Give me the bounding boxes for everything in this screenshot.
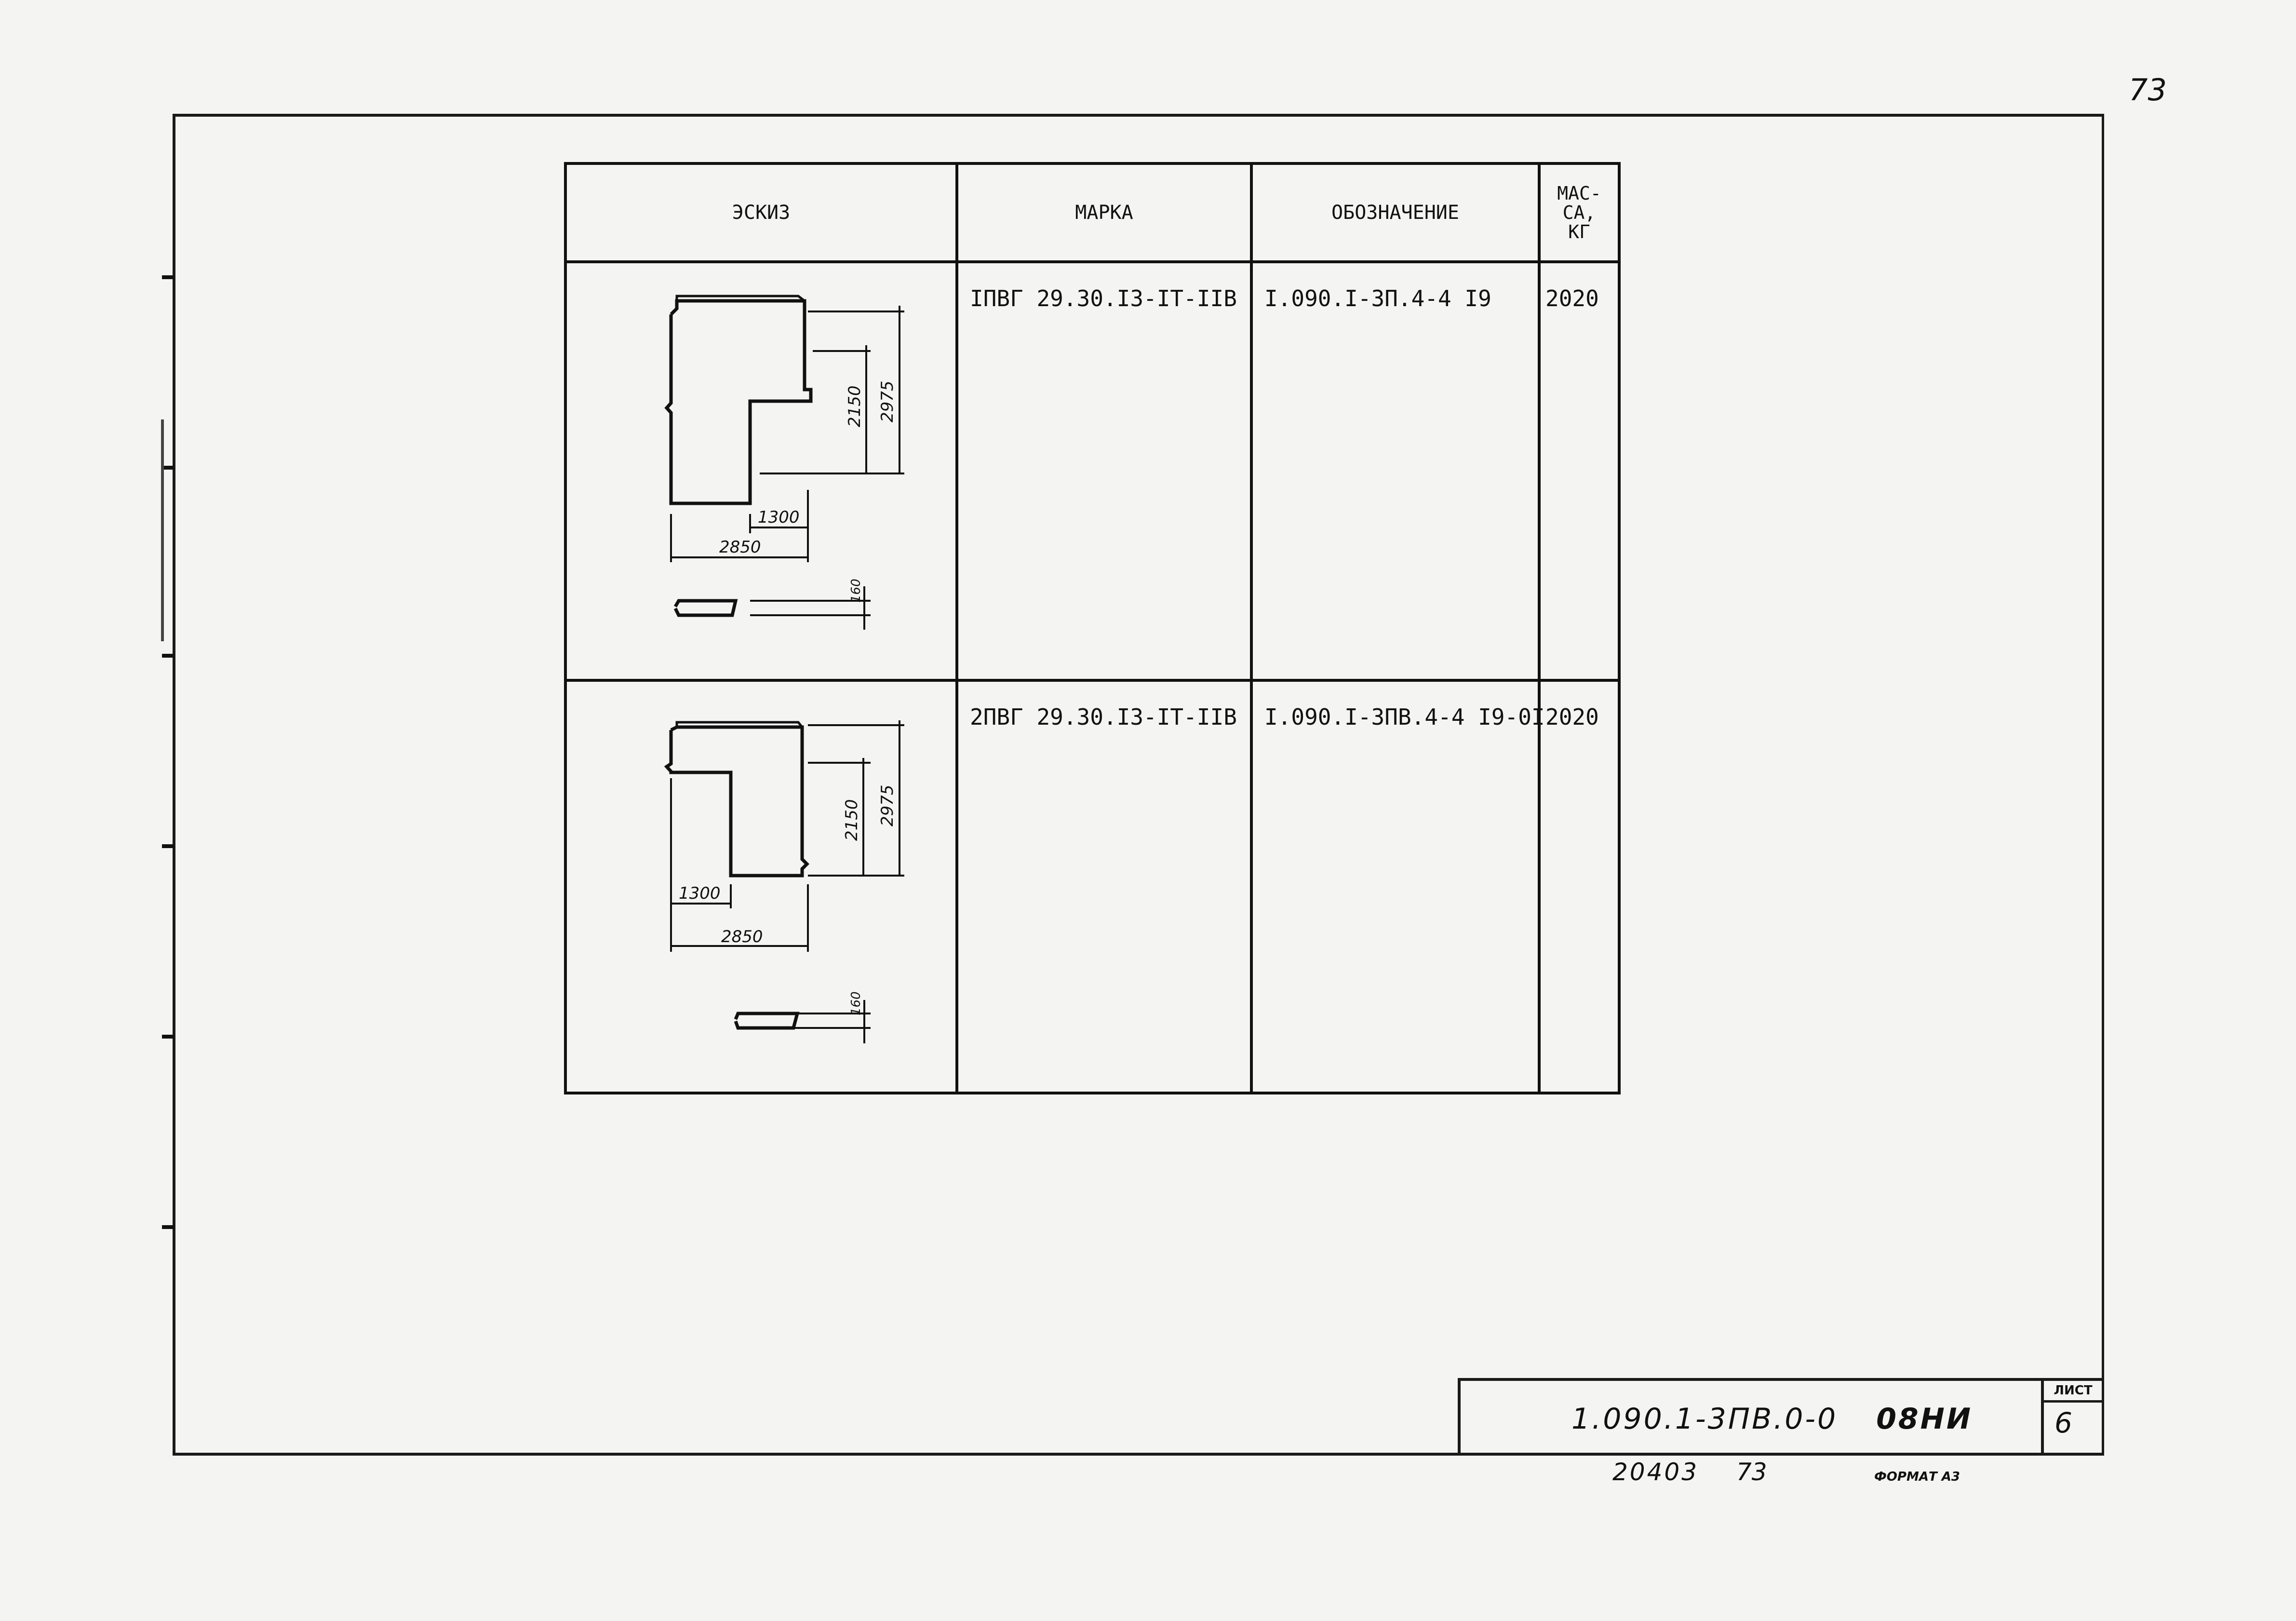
- dim-t: 160: [849, 579, 863, 603]
- specification-table: ЭСКИЗ МАРКА ОБОЗНАЧЕНИЕ МАС- СА, КГ: [564, 162, 1621, 1094]
- format-label: ФОРМАТ А3: [1874, 1470, 1960, 1484]
- table-row: 2150 2975 1300 2850 160 2ПВГ 29.30.I3-IТ…: [564, 679, 1621, 1094]
- dim-h2: 2975: [878, 784, 897, 826]
- dim-w1: 1300: [758, 508, 800, 527]
- inventory-number: 20403: [1612, 1458, 1699, 1486]
- dim-t: 160: [849, 991, 863, 1015]
- dim-h1: 2150: [845, 385, 864, 427]
- page-number: 73: [2129, 72, 2167, 108]
- header-designation: ОБОЗНАЧЕНИЕ: [1250, 162, 1541, 263]
- drawing-frame: [173, 114, 2104, 1456]
- document-code: 1.090.1-3ПВ.0-0 08НИ: [1571, 1402, 1973, 1436]
- header-mass-text: МАС- СА, КГ: [1557, 183, 1601, 243]
- document-code-main: 1.090.1-3ПВ.0-0: [1571, 1402, 1838, 1436]
- title-block: 1.090.1-3ПВ.0-0 08НИ ЛИСТ 6: [1458, 1378, 2102, 1456]
- sheet-box: ЛИСТ 6: [2041, 1381, 2102, 1453]
- sheet-number: 6: [2054, 1406, 2072, 1439]
- sketch-cell: 2150 2975 1300 2850 160: [564, 679, 958, 1094]
- mass-cell: 2020: [1538, 679, 1621, 1094]
- document-code-suffix: 08НИ: [1876, 1402, 1973, 1436]
- designation-cell: I.090.I-3П.4-4 I9: [1250, 260, 1541, 682]
- table-header-row: ЭСКИЗ МАРКА ОБОЗНАЧЕНИЕ МАС- СА, КГ: [564, 162, 1621, 263]
- header-mass: МАС- СА, КГ: [1538, 162, 1621, 263]
- panel-sketch-2: 2150 2975 1300 2850 160: [664, 720, 904, 1043]
- header-sketch: ЭСКИЗ: [564, 162, 958, 263]
- mass-cell: 2020: [1538, 260, 1621, 682]
- designation-cell: I.090.I-3ПВ.4-4 I9-0I: [1250, 679, 1545, 1094]
- header-mark: МАРКА: [955, 162, 1253, 263]
- footer-page: 73: [1736, 1458, 1767, 1486]
- margin-ticks: [161, 275, 174, 1229]
- mark-cell: IПВГ 29.30.I3-IТ-IIВ: [955, 260, 1253, 682]
- panel-sketch-1: 2150 2975 1300 2850 160: [664, 295, 904, 630]
- dim-w2: 2850: [719, 538, 761, 557]
- dim-w2: 2850: [721, 927, 763, 946]
- dim-h1: 2150: [842, 799, 861, 841]
- mark-cell: 2ПВГ 29.30.I3-IТ-IIВ: [955, 679, 1253, 1094]
- sketch-cell: 2150 2975 1300 2850 160: [564, 260, 958, 682]
- dim-h2: 2975: [878, 380, 897, 422]
- dim-w1: 1300: [679, 884, 721, 903]
- table-row: 2150 2975 1300 2850 160 IПВГ 29.30.I3-IТ…: [564, 260, 1621, 682]
- sheet-label: ЛИСТ: [2044, 1381, 2102, 1403]
